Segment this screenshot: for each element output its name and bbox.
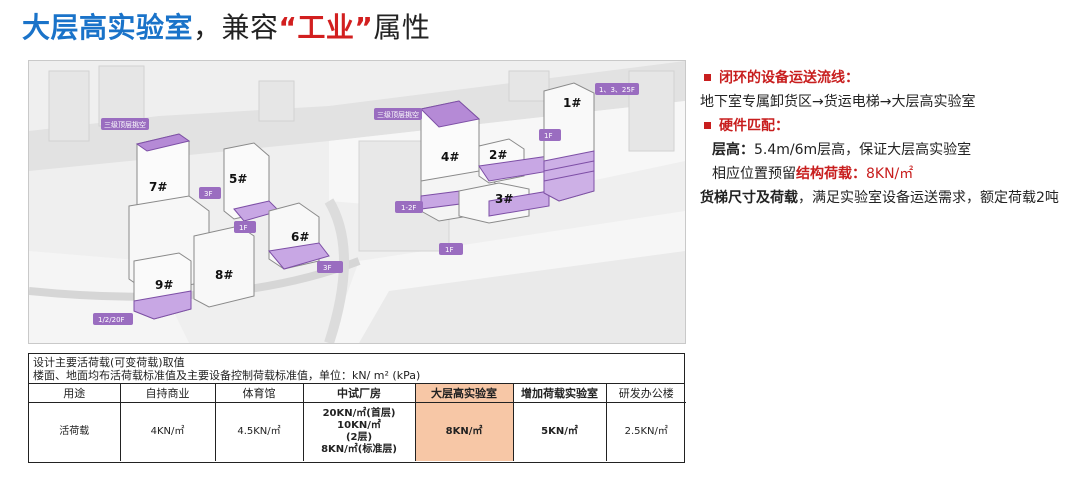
tag-top-void-right: 三级顶层挑空	[377, 110, 419, 119]
elevator-line: 货梯尺寸及荷载，满足实验室设备运送需求，额定荷载2吨	[700, 190, 1059, 206]
tag-3f-a: 3F	[204, 190, 212, 198]
section-logistics-heading: 闭环的设备运送流线：	[700, 66, 1060, 90]
row-label: 活荷载	[29, 402, 121, 461]
description-panel: 闭环的设备运送流线： 地下室专属卸货区→货运电梯→大层高实验室 硬件匹配： 层高…	[700, 66, 1060, 210]
floor-height-line: 层高：5.4m/6m层高，保证大层高实验室	[712, 142, 972, 158]
tag-1-3-25f: 1、3、25F	[599, 86, 635, 94]
cell-pilot-plant: 20KN/㎡(首层) 10KN/㎡ (2层) 8KN/㎡(标准层)	[303, 402, 416, 461]
col-high-lab: 大层高实验室	[415, 384, 514, 403]
building-3-label: 3#	[495, 192, 513, 206]
tag-1f-a: 1F	[239, 224, 247, 232]
logistics-text: 地下室专属卸货区→货运电梯→大层高实验室	[700, 94, 976, 110]
tag-top-void-left: 三级顶层挑空	[104, 120, 146, 129]
tag-1-2f: 1-2F	[401, 204, 416, 212]
col-pilot-plant: 中试厂房	[303, 384, 416, 403]
building-2-label: 2#	[489, 148, 507, 162]
cell-high-lab: 8KN/㎡	[415, 402, 514, 461]
tag-1f-c: 1F	[445, 246, 453, 254]
title-middle: ，兼容	[193, 11, 279, 44]
table-caption-line1: 设计主要活荷载(可变荷载)取值	[33, 356, 185, 369]
tag-3f-b: 3F	[323, 264, 331, 272]
section-hardware-heading: 硬件匹配：	[700, 114, 1060, 138]
building-1-label: 1#	[563, 96, 581, 110]
live-load-table: 设计主要活荷载(可变荷载)取值 楼面、地面均布活荷载标准值及主要设备控制荷载标准…	[28, 353, 686, 463]
pilot-line2: (2层)	[345, 432, 373, 443]
structural-load-line: 相应位置预留结构荷载：8KN/㎡	[712, 166, 914, 182]
page-title: 大层高实验室，兼容“工业”属性	[22, 6, 430, 50]
table-caption: 设计主要活荷载(可变荷载)取值 楼面、地面均布活荷载标准值及主要设备控制荷载标准…	[29, 354, 684, 384]
building-6-label: 6#	[291, 230, 309, 244]
building-5-label: 5#	[229, 172, 247, 186]
building-7-label: 7#	[149, 180, 167, 194]
col-usage: 用途	[29, 384, 121, 403]
table-header-row: 用途 自持商业 体育馆 中试厂房 大层高实验室 增加荷载实验室 研发办公楼	[29, 384, 686, 403]
cell-commercial: 4KN/㎡	[120, 402, 216, 461]
col-office: 研发办公楼	[606, 384, 686, 403]
bullet-square-icon	[704, 121, 711, 129]
tag-1-2-20f: 1/2/20F	[98, 316, 125, 324]
tag-1f-b: 1F	[544, 132, 552, 140]
table-caption-line2: 楼面、地面均布活荷载标准值及主要设备控制荷载标准值，单位：kN/ m² (kPa…	[33, 369, 421, 382]
load-table: 用途 自持商业 体育馆 中试厂房 大层高实验室 增加荷载实验室 研发办公楼 活荷…	[29, 384, 686, 461]
campus-illustration: 7# 5# 6# 8# 9# 4# 2# 3# 1# 三级顶层挑空 三级顶层挑空…	[29, 61, 685, 343]
cell-gym: 4.5KN/㎡	[215, 402, 304, 461]
cell-office: 2.5KN/㎡	[624, 426, 668, 437]
col-heavy-lab: 增加荷载实验室	[513, 384, 607, 403]
col-commercial: 自持商业	[120, 384, 216, 403]
pilot-line1: 20KN/㎡(首层) 10KN/㎡	[322, 408, 396, 431]
pilot-line3: 8KN/㎡(标准层)	[321, 444, 397, 455]
title-keyword: “工业”	[278, 11, 374, 44]
cell-heavy-lab: 5KN/㎡	[513, 402, 607, 461]
title-end: 属性	[373, 11, 431, 44]
table-row: 活荷载 4KN/㎡ 4.5KN/㎡ 20KN/㎡(首层) 10KN/㎡ (2层)…	[29, 402, 686, 461]
title-highlight: 大层高实验室	[22, 11, 194, 44]
building-8-label: 8#	[215, 268, 233, 282]
col-gym: 体育馆	[215, 384, 304, 403]
building-9-label: 9#	[155, 278, 173, 292]
building-4-label: 4#	[441, 150, 459, 164]
bullet-square-icon	[704, 73, 711, 81]
campus-rendering: 7# 5# 6# 8# 9# 4# 2# 3# 1# 三级顶层挑空 三级顶层挑空…	[28, 60, 686, 344]
